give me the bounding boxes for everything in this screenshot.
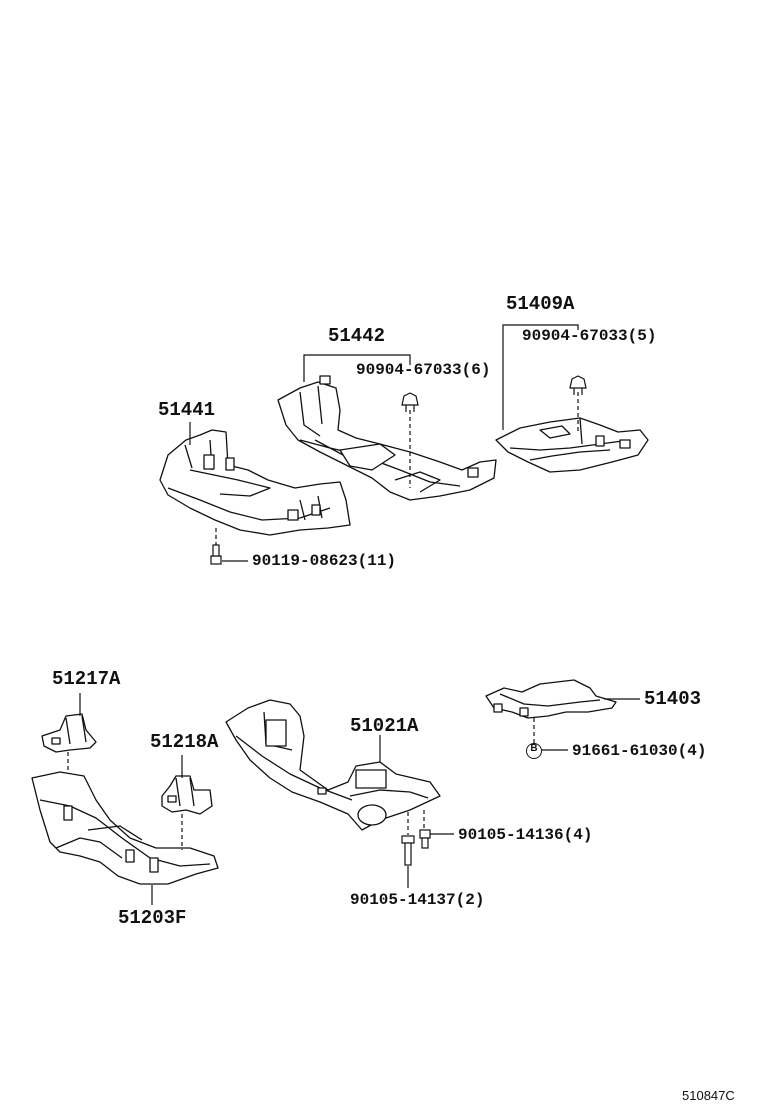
part-51442-under-cover — [277, 375, 497, 501]
bolt-icon — [210, 544, 222, 565]
label-51441: 51441 — [158, 399, 216, 421]
label-51403: 51403 — [644, 688, 702, 710]
part-51409A-under-cover — [495, 417, 649, 473]
label-51218A: 51218A — [150, 731, 219, 753]
bolt-icon — [419, 829, 431, 849]
label-51442: 51442 — [328, 325, 386, 347]
part-51021A-crossmember — [225, 699, 441, 831]
label-90105-14137: 90105-14137(2) — [350, 891, 485, 909]
clip-fastener-icon — [401, 392, 419, 412]
label-90904-67033-5: 90904-67033(5) — [522, 327, 657, 345]
washer-b-marker-label: B — [530, 743, 538, 754]
label-51217A: 51217A — [52, 668, 121, 690]
washer-b-icon — [526, 743, 542, 759]
label-51203F: 51203F — [118, 907, 187, 929]
label-51409A: 51409A — [506, 293, 575, 315]
part-51403-plate — [485, 679, 617, 719]
label-90119-08623: 90119-08623(11) — [252, 552, 397, 570]
clip-fastener-icon — [569, 375, 587, 395]
leader-51409A — [502, 324, 579, 430]
part-51217A-bracket — [41, 713, 97, 753]
label-90105-14136: 90105-14136(4) — [458, 826, 593, 844]
diagram-reference-code: 510847C — [682, 1088, 735, 1103]
part-51441-under-cover — [159, 429, 351, 536]
bolt-icon — [401, 835, 415, 866]
label-90904-67033-6: 90904-67033(6) — [356, 361, 491, 379]
label-91661-61030: 91661-61030(4) — [572, 742, 707, 760]
part-51218A-bracket — [161, 775, 213, 815]
leader-51442 — [303, 354, 411, 382]
part-51203F-crossmember — [31, 771, 219, 885]
label-51021A: 51021A — [350, 715, 419, 737]
